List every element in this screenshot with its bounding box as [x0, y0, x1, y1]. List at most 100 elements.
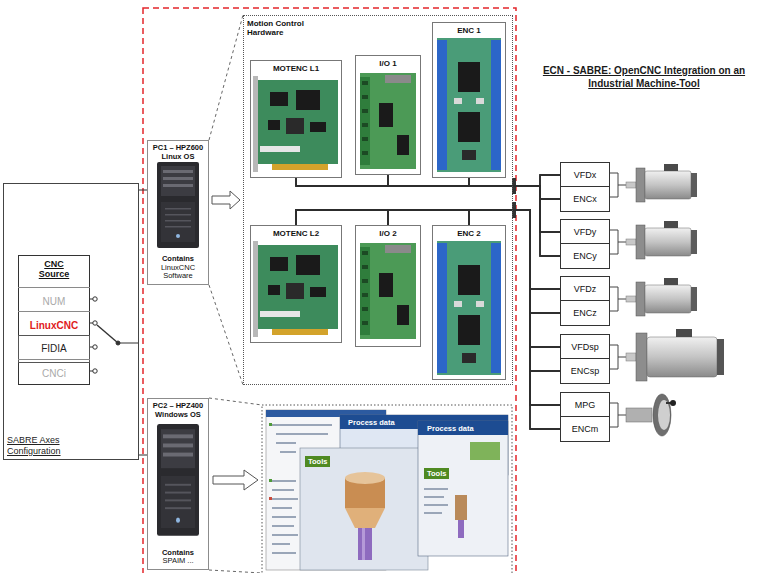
text-group: ENCsp: [564, 359, 606, 383]
io-card: I/O 1: [355, 55, 421, 175]
zoom-line-part: [209, 15, 243, 140]
motor-lead-part: [610, 287, 626, 311]
node-label: FIDIA: [22, 343, 86, 355]
selector-switch-part: [97, 325, 118, 343]
node-label: I/O 2: [359, 229, 417, 238]
io-card-picture: [360, 73, 416, 169]
software-screenshot-part: [276, 442, 296, 444]
software-screenshot-part: [455, 495, 467, 520]
node-label: Contains: [151, 549, 205, 558]
pc-tower-part: [165, 507, 191, 509]
bus-wire: [296, 210, 560, 405]
text-group: CNCi: [21, 360, 87, 387]
node-label: ENC 2: [436, 229, 502, 238]
io-card-picture-part: [360, 243, 416, 339]
handwheel-part: [626, 408, 652, 422]
bus-wire: [388, 175, 560, 256]
pc-tower-part: [176, 234, 180, 238]
selector-switch-part: [93, 297, 97, 301]
node-label: VFDz: [564, 284, 606, 294]
pc-tower-part: [161, 476, 195, 528]
drive-box: MPG: [560, 392, 610, 418]
io-card-picture-part: [397, 135, 409, 155]
servo-motor-part: [691, 287, 697, 311]
encoder-card-picture-part: [491, 243, 501, 373]
software-screenshot-part: [362, 528, 365, 560]
encoder-card-picture-part: [458, 265, 480, 295]
bus-wire: [388, 175, 560, 199]
servo-motor: [626, 164, 697, 202]
text-group: ENCz: [564, 301, 606, 325]
software-screenshot-part: [358, 528, 372, 560]
servo-motor-part: [645, 285, 691, 313]
software-screenshot-part: [458, 520, 464, 538]
handwheel: [626, 394, 676, 436]
node-label: VFDx: [564, 170, 606, 180]
zoom-line-part: [209, 570, 262, 573]
node-label: VFDy: [564, 227, 606, 237]
window-tab: Process data: [345, 417, 398, 428]
computer-box: PC1 – HPZ600 Linux OSContainsLinuxCNC So…: [147, 140, 209, 285]
diagram-title: ECN - SABRE: OpenCNC Integration on an I…: [528, 64, 760, 90]
io-card-picture-part: [362, 293, 368, 297]
io-card: I/O 2: [355, 225, 421, 347]
motion-card-picture-part: [258, 245, 338, 329]
node-label: LinuxCNC Software: [151, 264, 205, 281]
bus-wire: [296, 210, 560, 371]
pc-tower-part: [165, 484, 191, 486]
node-label: ENCm: [564, 424, 606, 434]
node-label: MPG: [564, 400, 606, 410]
software-screenshot-part: [272, 498, 298, 500]
text-group: VFDy: [564, 220, 606, 244]
node-label: CNC Source: [32, 259, 76, 280]
io-card-picture-part: [362, 123, 368, 127]
motion-card-picture-part: [296, 90, 320, 110]
io-card-picture-part: [362, 251, 368, 255]
software-screenshot-part: [269, 479, 272, 482]
io-card-picture-part: [385, 245, 411, 253]
io-card-picture-part: [362, 279, 368, 283]
motor-lead-part: [610, 403, 626, 427]
node-label: Motion Control Hardware: [247, 19, 319, 37]
pc-tower-part: [161, 429, 195, 468]
motion-card-picture-part: [270, 92, 288, 106]
node-label: MOTENC L1: [254, 64, 338, 73]
io-card-picture-part: [360, 247, 370, 335]
bus-wire: [296, 210, 560, 289]
pc-tower-part: [165, 492, 191, 494]
servo-motor-part: [636, 225, 645, 259]
text-group: MOTENC L1: [254, 64, 338, 73]
pc-tower-part: [163, 434, 193, 438]
io-card-picture: [360, 243, 416, 339]
bus-wire: [469, 210, 560, 429]
io-card-picture-part: [362, 137, 368, 141]
selector-switch-part: [93, 321, 97, 325]
pc-tower: [157, 162, 199, 248]
encoder-card-picture-part: [458, 62, 480, 92]
node-label: CNCi: [21, 368, 87, 380]
encoder-box: ENCy: [560, 243, 610, 269]
text-group: ContainsLinuxCNC Software: [151, 255, 205, 281]
software-screenshot-part: [276, 433, 328, 435]
selector-switch-part: [118, 343, 139, 344]
hollow-arrow: [213, 470, 258, 490]
motor-lead: [610, 173, 626, 427]
encoder-card-picture-part: [462, 150, 476, 160]
region-outline: [143, 8, 516, 573]
bus-wire: [296, 175, 560, 186]
bus-wire: [469, 210, 560, 289]
bus-wire: [296, 210, 560, 347]
pc-tower-part: [163, 177, 193, 180]
pc-tower-part: [163, 184, 193, 187]
node-label: ENCsp: [564, 366, 606, 376]
motion-card-picture-part: [272, 329, 328, 335]
source-box: CNC SourceNUMLinuxCNCFIDIACNCi: [18, 255, 90, 385]
servo-motor-part: [691, 173, 697, 197]
computer-box: PC2 – HPZ400 Windows OSContainsSPAIM ...: [147, 398, 209, 570]
system-box: SABRE Axes ConfigurationCNC SourceNUMLin…: [3, 183, 139, 460]
bus-wire: [388, 210, 560, 347]
encoder-box: ENCm: [560, 416, 610, 442]
text-group: VFDx: [564, 163, 606, 187]
servo-motor-part: [645, 228, 691, 256]
